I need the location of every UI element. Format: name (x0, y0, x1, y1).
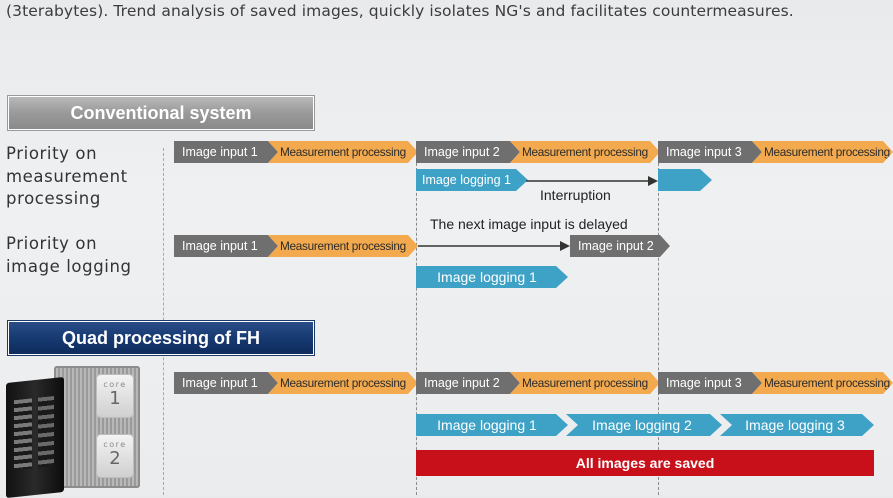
measurement-processing-block: Measurement processing (752, 141, 893, 163)
delayed-label: The next image input is delayed (430, 216, 628, 232)
measurement-processing-block: Measurement processing (268, 141, 418, 163)
image-input-block: Image input 1 (174, 141, 278, 163)
image-input-block: Image input 2 (416, 141, 520, 163)
row-label-line: Priority on (6, 144, 98, 163)
controller-ports (38, 396, 54, 468)
core-number: 2 (109, 448, 121, 469)
controller-ports (14, 398, 32, 471)
image-input-block: Image input 3 (658, 372, 762, 394)
row-label-priority-logging: Priority on image logging (6, 233, 132, 278)
measurement-processing-block: Measurement processing (752, 372, 893, 394)
quad-processing-header: Quad processing of FH (8, 321, 314, 355)
measurement-processing-block: Measurement processing (510, 372, 660, 394)
all-images-saved-bar: All images are saved (416, 450, 874, 476)
core-chip-1: core 1 (96, 374, 134, 418)
guide-line-3 (658, 158, 659, 495)
row-label-line: Priority on (6, 234, 98, 253)
image-input-block: Image input 2 (570, 235, 670, 257)
image-logging-resume-block (658, 169, 712, 191)
interruption-arrow (526, 176, 658, 186)
row-label-line: image logging (6, 256, 132, 276)
image-input-block: Image input 1 (174, 235, 278, 257)
interruption-label: Interruption (540, 187, 611, 203)
measurement-processing-block: Measurement processing (268, 372, 418, 394)
image-logging-block: Image logging 1 (416, 169, 528, 191)
row-label-priority-measurement: Priority on measurement processing (6, 143, 128, 211)
image-logging-block: Image logging 2 (566, 414, 722, 436)
image-input-block: Image input 2 (416, 372, 520, 394)
row-label-line: processing (6, 189, 101, 208)
measurement-processing-block: Measurement processing (268, 235, 418, 257)
conventional-system-header: Conventional system (8, 96, 314, 130)
intro-text: (3terabytes). Trend analysis of saved im… (6, 2, 794, 20)
image-input-block: Image input 1 (174, 372, 278, 394)
controller-body (6, 376, 64, 498)
row-label-line: measurement (6, 166, 128, 186)
core-chip-2: core 2 (96, 434, 134, 478)
core-text: core (103, 380, 127, 389)
image-logging-block: Image logging 1 (416, 414, 568, 436)
measurement-processing-block: Measurement processing (510, 141, 660, 163)
guide-line-2 (416, 158, 417, 495)
core-number: 1 (109, 388, 121, 409)
image-logging-block: Image logging 1 (416, 266, 568, 288)
image-logging-block: Image logging 3 (720, 414, 874, 436)
core-text: core (103, 440, 127, 449)
delay-arrow (418, 241, 570, 251)
image-input-block: Image input 3 (658, 141, 762, 163)
fh-controller-image: core 1 core 2 (2, 360, 142, 498)
